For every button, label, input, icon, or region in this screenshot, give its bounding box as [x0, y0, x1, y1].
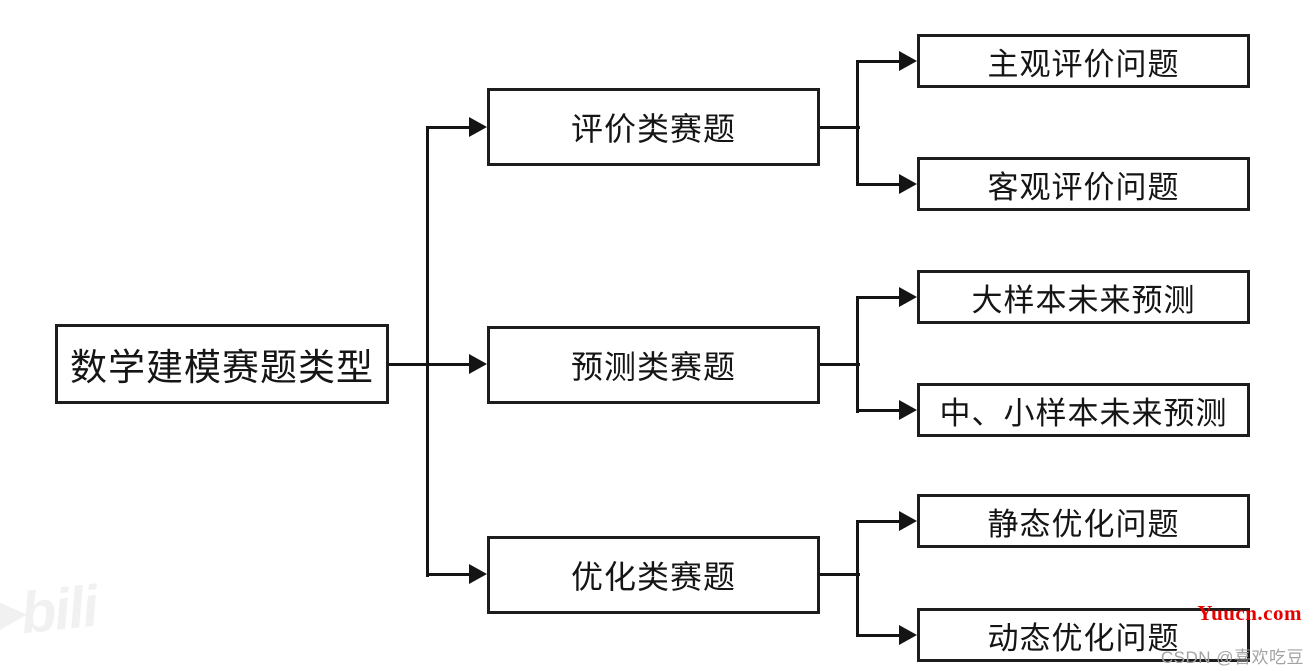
branch-node-optimization: 优化类赛题 [487, 536, 820, 614]
arrowhead-icon [469, 354, 487, 374]
leaf-node-small-sample-prediction: 中、小样本未来预测 [917, 383, 1250, 437]
connector-line [426, 126, 429, 577]
arrowhead-icon [469, 117, 487, 137]
arrowhead-icon [899, 625, 917, 645]
bilibili-watermark-text: bili [17, 573, 100, 647]
leaf-node-objective-evaluation: 客观评价问题 [917, 157, 1250, 211]
connector-line [856, 296, 859, 413]
leaf-node-label: 中、小样本未来预测 [939, 395, 1228, 431]
connector-line [856, 634, 901, 637]
connector-line [820, 126, 860, 129]
leaf-node-label: 主观评价问题 [987, 46, 1180, 82]
leaf-node-dynamic-optimization: 动态优化问题 [917, 608, 1250, 662]
leaf-node-label: 大样本未来预测 [971, 282, 1196, 318]
arrowhead-icon [469, 564, 487, 584]
leaf-node-subjective-evaluation: 主观评价问题 [917, 34, 1250, 88]
branch-node-label: 预测类赛题 [570, 349, 736, 385]
arrowhead-icon [899, 400, 917, 420]
connector-line [856, 183, 901, 186]
leaf-node-label: 客观评价问题 [987, 169, 1180, 205]
connector-line [426, 573, 471, 576]
connector-line [820, 363, 860, 366]
connector-line [856, 520, 859, 637]
arrowhead-icon [899, 511, 917, 531]
leaf-node-label: 动态优化问题 [987, 620, 1180, 656]
connector-line [856, 60, 859, 186]
arrowhead-icon [899, 287, 917, 307]
leaf-node-static-optimization: 静态优化问题 [917, 494, 1250, 548]
root-node-label: 数学建模赛题类型 [70, 347, 374, 388]
branch-node-evaluation: 评价类赛题 [487, 88, 820, 166]
connector-line [856, 60, 901, 63]
connector-line [856, 520, 901, 523]
leaf-node-large-sample-prediction: 大样本未来预测 [917, 270, 1250, 324]
leaf-node-label: 静态优化问题 [987, 506, 1180, 542]
csdn-credit-watermark: CSDN @喜欢吃豆 [1160, 648, 1304, 667]
connector-line [820, 573, 860, 576]
arrowhead-icon [899, 174, 917, 194]
connector-line [856, 409, 901, 412]
connector-line [389, 363, 471, 366]
site-watermark: Yuucn.com [1197, 601, 1302, 625]
connector-line [856, 296, 901, 299]
bilibili-watermark: ▶bili [0, 573, 100, 651]
branch-node-label: 评价类赛题 [570, 111, 736, 147]
connector-line [426, 126, 471, 129]
arrowhead-icon [899, 51, 917, 71]
root-node: 数学建模赛题类型 [55, 324, 389, 404]
branch-node-prediction: 预测类赛题 [487, 326, 820, 404]
branch-node-label: 优化类赛题 [570, 559, 736, 595]
